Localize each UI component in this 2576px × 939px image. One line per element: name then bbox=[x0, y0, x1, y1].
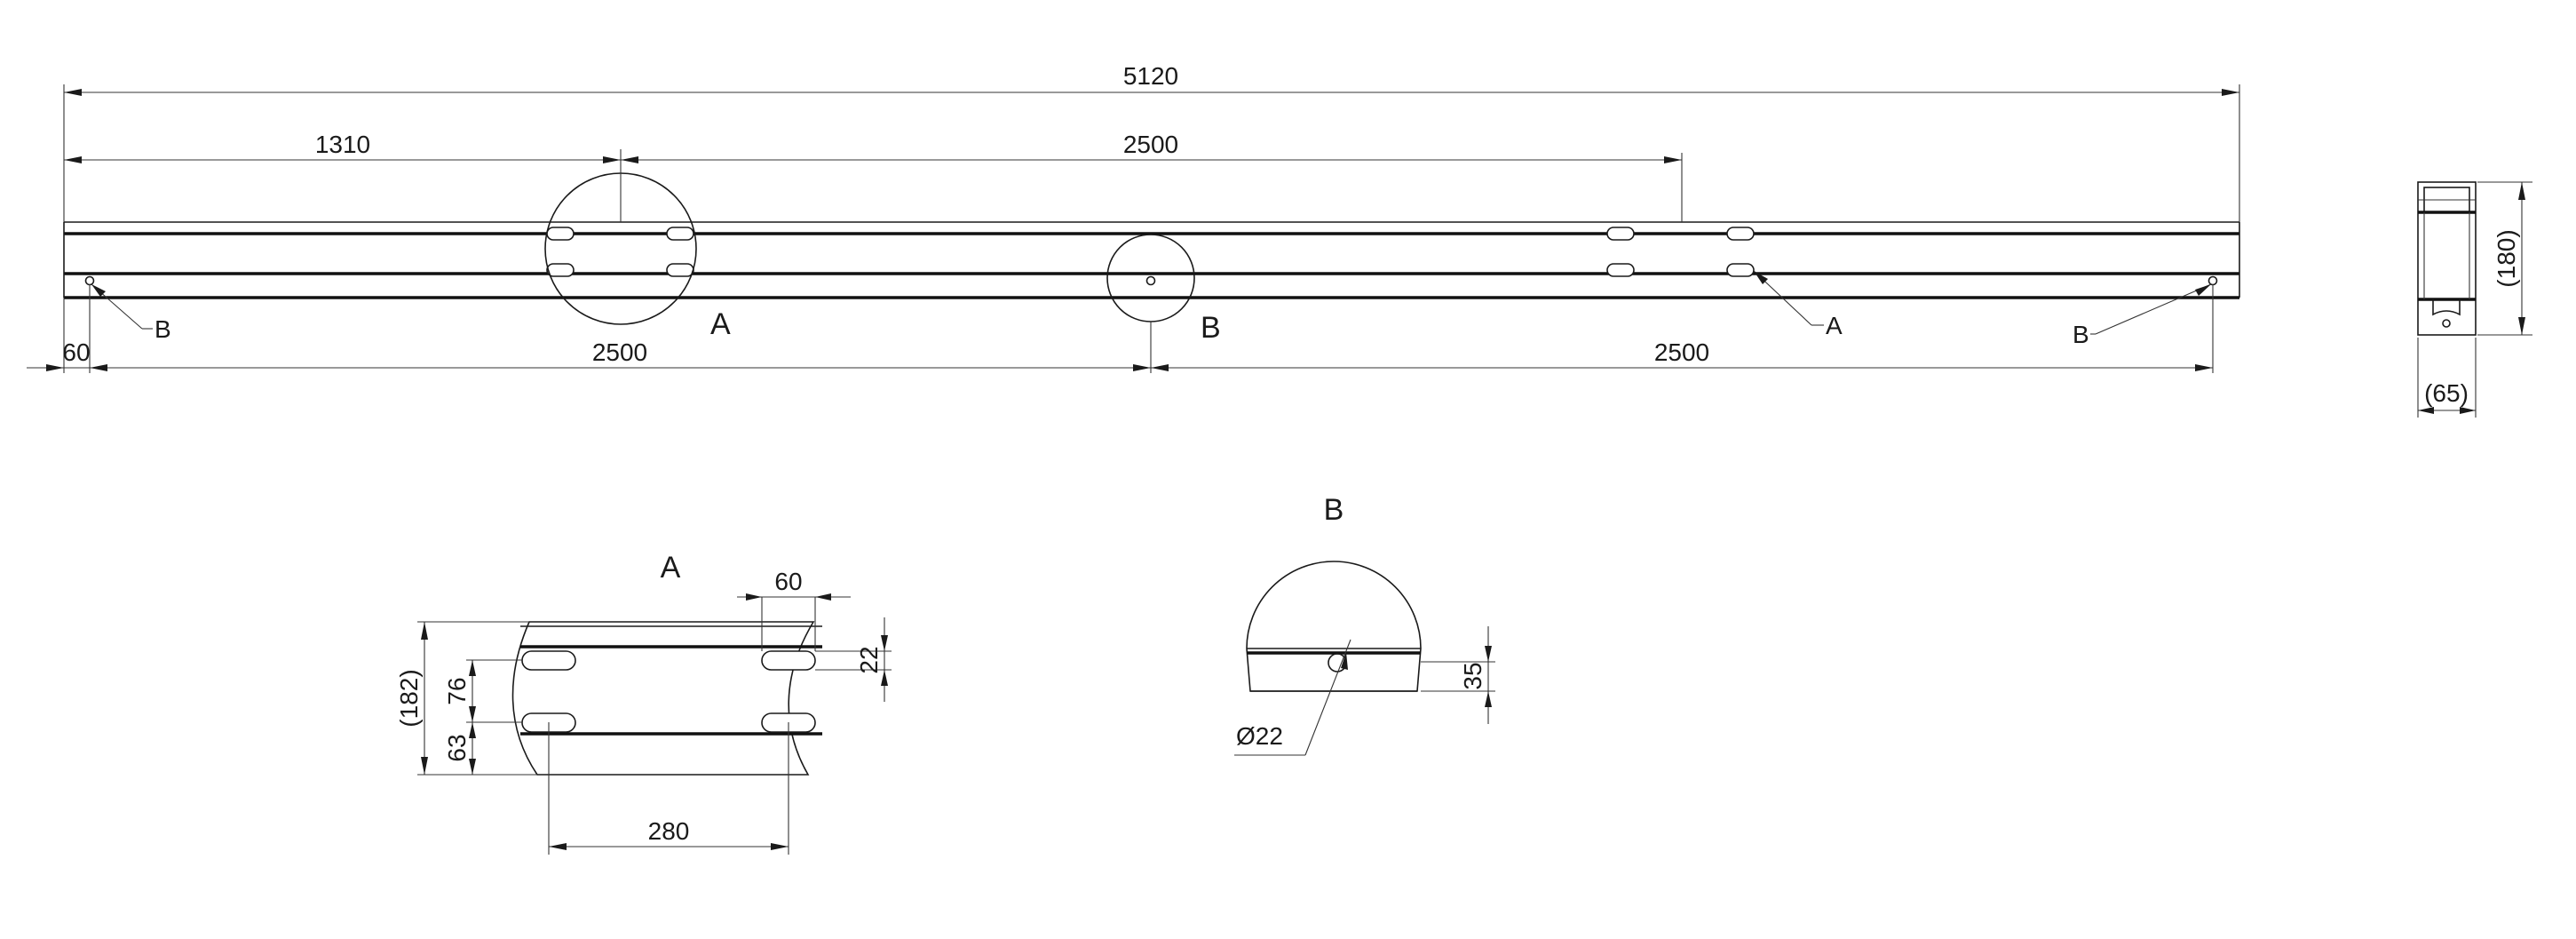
detail-b-view: B Ø22 35 bbox=[1234, 493, 1495, 756]
callouts: A B B A B bbox=[91, 270, 2212, 348]
dim-first-slot-offset: 1310 bbox=[315, 131, 370, 158]
dimension-slot-offsets: 1310 2500 bbox=[64, 131, 1683, 222]
detail-a-view: A 60 22 (182) bbox=[395, 551, 892, 855]
detail-b-title: B bbox=[1324, 493, 1344, 527]
dim-slot-length: 60 bbox=[774, 568, 802, 595]
dim-bottom-offset: 63 bbox=[443, 734, 471, 761]
detail-circle-b bbox=[1106, 234, 1195, 322]
dim-profile-width: (65) bbox=[2424, 379, 2469, 407]
hole-right bbox=[2207, 275, 2218, 286]
dim-slot-horizontal-spacing: 280 bbox=[648, 817, 690, 845]
slot-group-right bbox=[1606, 227, 1755, 277]
hole-left bbox=[84, 275, 95, 286]
profile-section: (180) (65) bbox=[2417, 181, 2532, 418]
dim-hole-height: 35 bbox=[1459, 662, 1486, 689]
dim-hole-diameter: Ø22 bbox=[1236, 722, 1283, 750]
dim-slot-spacing-top: 2500 bbox=[1123, 131, 1178, 158]
hole-center bbox=[1145, 275, 1156, 286]
detail-a-title: A bbox=[661, 551, 681, 585]
callout-detail-b: B bbox=[1201, 311, 1221, 345]
marker-b-right: B bbox=[2073, 321, 2089, 348]
beam-elevation bbox=[63, 172, 2240, 325]
slot-group-left bbox=[546, 227, 694, 277]
dimension-hole-spacing: 60 2500 2500 bbox=[27, 284, 2214, 373]
callout-detail-a: A bbox=[710, 307, 731, 341]
dim-hole-spacing-left: 2500 bbox=[592, 338, 647, 366]
dim-overall-height: (182) bbox=[395, 669, 423, 727]
dim-profile-height: (180) bbox=[2493, 229, 2520, 287]
dim-overall-length: 5120 bbox=[1123, 62, 1178, 90]
dim-slot-width: 22 bbox=[855, 646, 883, 673]
dim-end-offset: 60 bbox=[62, 338, 90, 366]
marker-a: A bbox=[1826, 312, 1843, 339]
dimension-overall-length: 5120 bbox=[63, 62, 2240, 222]
dim-hole-spacing-right: 2500 bbox=[1654, 338, 1709, 366]
marker-b-left: B bbox=[155, 315, 171, 343]
dim-slot-vertical-spacing: 76 bbox=[443, 677, 471, 704]
